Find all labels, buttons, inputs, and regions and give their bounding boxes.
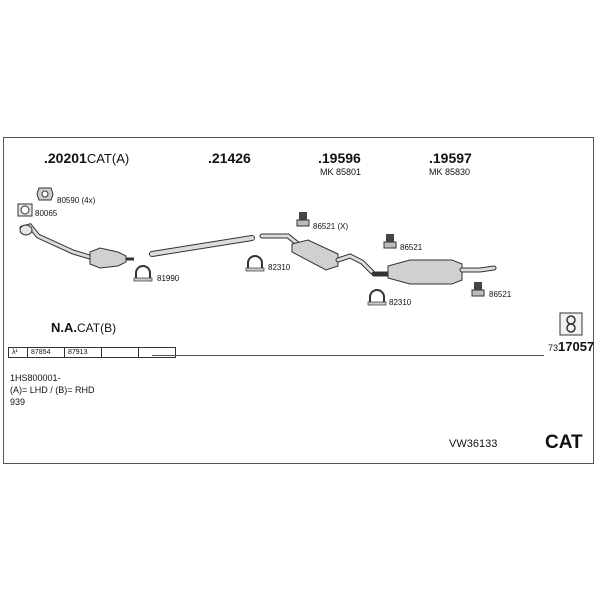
hanger-icon-3 — [471, 282, 485, 297]
divider — [152, 355, 544, 356]
clamp-icon-1 — [133, 265, 153, 282]
clamp-label-2: 82310 — [268, 263, 291, 272]
lambda-cell: 87913 — [64, 347, 102, 358]
middle-muffler-mk: MK 85801 — [320, 167, 362, 177]
hanger-icon-1 — [296, 212, 310, 227]
catalytic-converter-drawing — [19, 223, 134, 269]
front-pipe-label: .21426 — [208, 150, 251, 166]
rear-muffler-mk: MK 85830 — [429, 167, 471, 177]
na-label: N.A.CAT(B) — [51, 320, 117, 335]
gasket-label: 80065 — [35, 209, 58, 218]
hanger-label-3: 86521 — [489, 290, 512, 299]
rear-muffler-label: .19597 — [429, 150, 472, 166]
middle-muffler-label: .19596 — [318, 150, 361, 166]
clamp-label-3: 82310 — [389, 298, 412, 307]
clamp-icon-3 — [367, 289, 387, 306]
gasket-icon — [17, 203, 33, 217]
diagram-frame — [3, 137, 594, 464]
kit-code: VW36133 — [449, 438, 498, 450]
lambda-cell — [138, 347, 176, 358]
reference-number: 7317057 — [548, 339, 595, 354]
nut-label: 80590 (4x) — [57, 196, 96, 205]
cat-label: CAT — [545, 432, 583, 453]
mounting-kit-icon — [559, 312, 583, 336]
hanger-icon-2 — [383, 234, 397, 249]
catalytic-converter-label: .20201CAT(A) — [44, 150, 130, 166]
rear-muffler-drawing — [371, 259, 497, 285]
notes-code: 939 — [10, 397, 26, 407]
nut-icon — [36, 187, 54, 201]
notes: 1HS800001- (A)= LHD / (B)= RHD 939 — [10, 372, 95, 408]
front-pipe-drawing — [149, 235, 255, 257]
notes-serial: 1HS800001- — [10, 373, 61, 383]
lambda-symbol: λ¹ — [8, 347, 28, 358]
lambda-cell — [101, 347, 139, 358]
hanger-label-1: 86521 (X) — [313, 222, 349, 231]
middle-muffler-drawing — [259, 233, 375, 275]
lambda-cell: 87854 — [27, 347, 65, 358]
notes-legend: (A)= LHD / (B)= RHD — [10, 385, 95, 395]
hanger-label-2: 86521 — [400, 243, 423, 252]
lambda-sensor-table: λ¹ 87854 87913 — [8, 347, 176, 358]
clamp-label-1: 81990 — [157, 274, 180, 283]
clamp-icon-2 — [245, 255, 265, 272]
